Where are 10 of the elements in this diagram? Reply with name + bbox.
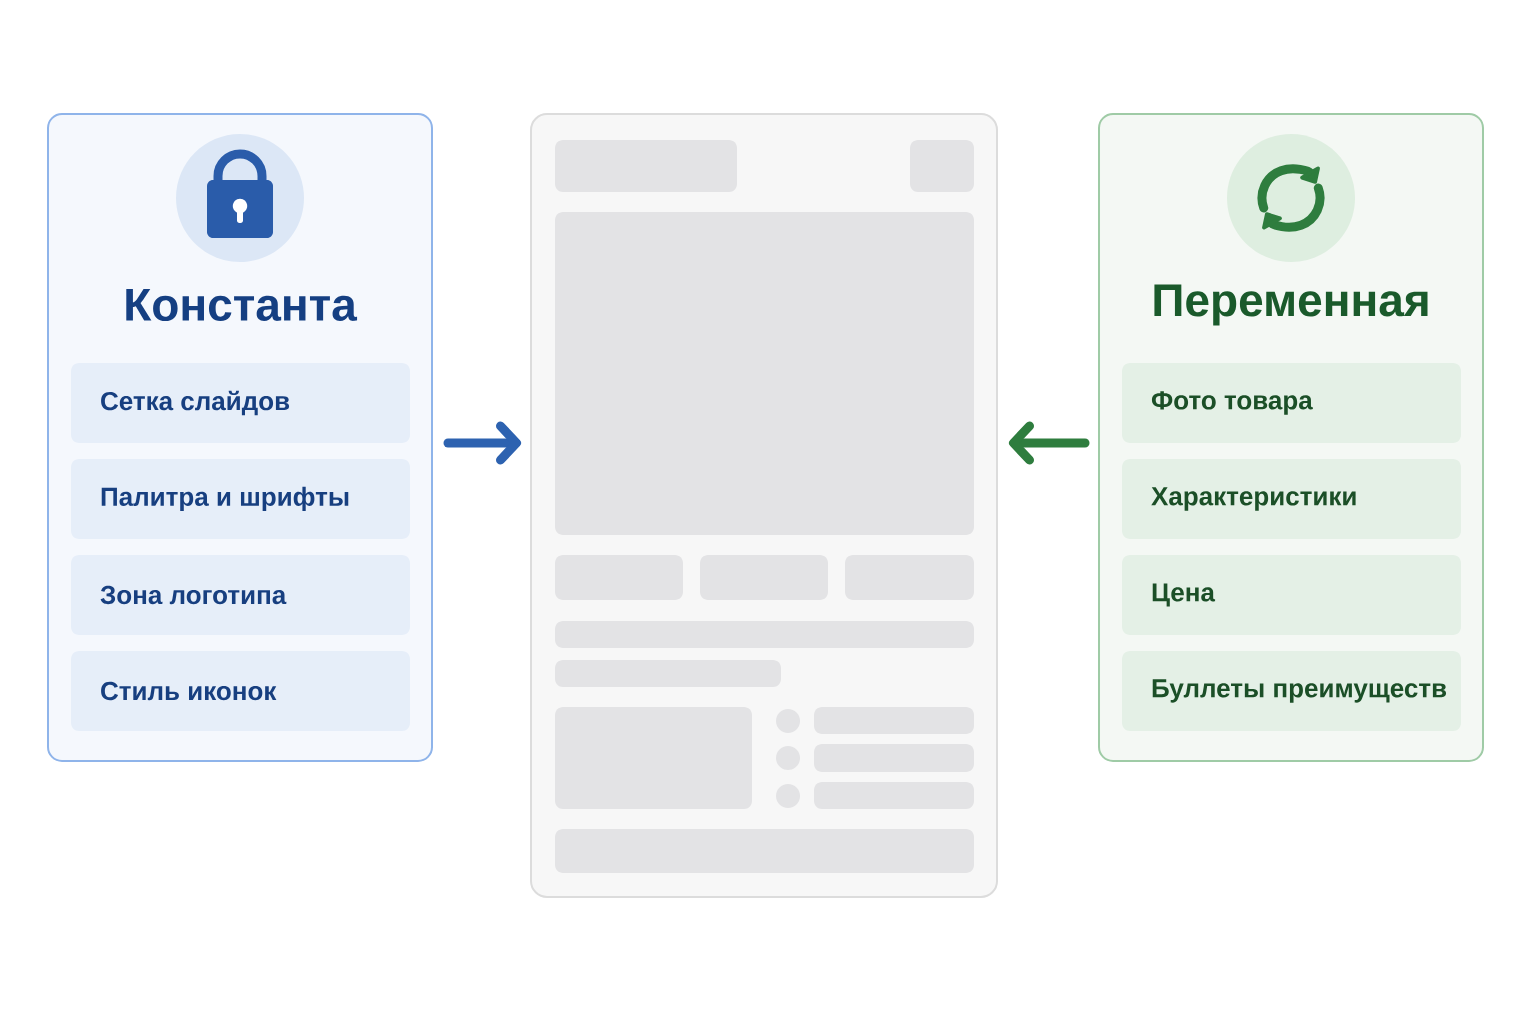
panel-heading: Переменная (1154, 284, 1428, 326)
list-item: Сетка слайдов (71, 363, 410, 443)
list-item: Фото товара (1122, 363, 1461, 443)
list-item: Буллеты преимуществ (1122, 651, 1461, 731)
list-item: Стиль иконок (71, 651, 410, 731)
list-item: Цена (1122, 555, 1461, 635)
panel-heading: Константа (126, 288, 358, 322)
list-item: Зона логотипа (71, 555, 410, 635)
list-item: Палитра и шрифты (71, 459, 410, 539)
list-item: Характеристики (1122, 459, 1461, 539)
